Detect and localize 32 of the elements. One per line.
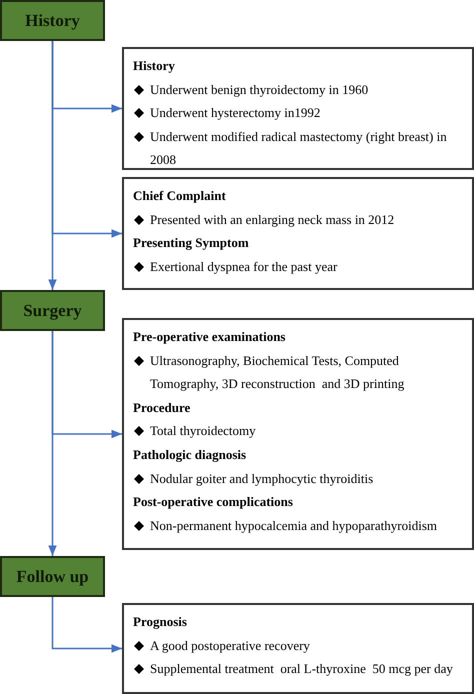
- connector-arrow: [52, 597, 122, 653]
- list-item-text: Presented with an enlarging neck mass in 2012: [150, 210, 394, 229]
- connector-arrow: [48, 41, 57, 290]
- section-heading: History: [133, 57, 176, 75]
- list-item-text: Underwent benign thyroidectomy in 1960: [150, 80, 368, 99]
- stage-box: [0, 0, 105, 41]
- list-item-text: Total thyroidectomy: [150, 422, 256, 440]
- connector-arrow: [48, 331, 57, 556]
- stage-box: [0, 556, 105, 597]
- section-heading: Post-operative complications: [133, 493, 294, 512]
- section-heading: Presenting Symptom: [133, 234, 250, 252]
- stage-label: Surgery: [23, 300, 82, 322]
- list-item-text: Nodular goiter and lymphocytic thyroiditis: [150, 470, 374, 488]
- stage-label: History: [25, 10, 80, 32]
- section-heading: Pre-operative examinations: [133, 328, 286, 346]
- list-item-text: Underwent modified radical mastectomy (right breast) in 2008: [150, 128, 448, 170]
- info-box: [122, 47, 474, 170]
- info-box: [122, 318, 474, 550]
- list-item-text: Supplemental treatment oral L-thyroxine 50 mcg per day: [150, 660, 453, 678]
- section-heading: Procedure: [133, 398, 192, 417]
- list-item-text: A good postoperative recovery: [150, 636, 310, 655]
- list-item-text: Ultrasonography, Biochemical Tests, Computed Tomography, 3D reconstruction and 3D printing: [150, 352, 406, 394]
- section-heading: Prognosis: [133, 613, 188, 631]
- section-heading: Chief Complaint: [133, 187, 227, 205]
- section-heading: Pathologic diagnosis: [133, 446, 248, 464]
- info-box: [122, 603, 474, 694]
- list-item-text: Exertional dyspnea for the past year: [150, 258, 338, 276]
- list-item-text: Non-permanent hypocalcemia and hypoparathyroidism: [150, 516, 437, 535]
- list-item-text: Underwent hysterectomy in1992: [150, 104, 320, 122]
- info-box: [122, 177, 474, 290]
- stage-box: [0, 290, 105, 331]
- stage-label: Follow up: [16, 566, 89, 588]
